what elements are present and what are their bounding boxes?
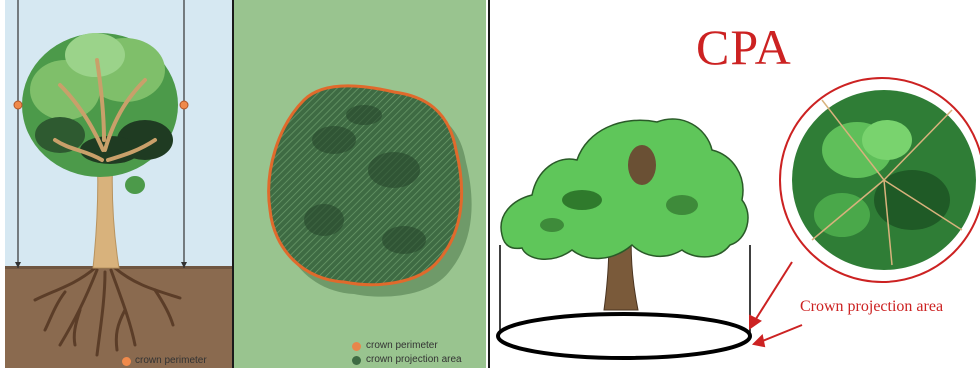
tree-diagram-panel: crown perimeter [5, 0, 232, 368]
legend-dot-crown-projection-area [352, 356, 361, 365]
cpa-title: CPA [696, 18, 792, 76]
label-arrows [750, 262, 802, 346]
crown-top-view-panel: crown perimeter crown projection area [234, 0, 486, 368]
crown-projection-ellipse [498, 314, 750, 358]
crown-top-view-circle [780, 78, 980, 282]
perimeter-marker-left [14, 101, 22, 109]
legend-crown-projection-area: crown projection area [366, 354, 462, 365]
legend-crown-perimeter: crown perimeter [366, 340, 438, 351]
panel-divider [488, 0, 490, 368]
tree-illustration [5, 0, 232, 368]
legend-dot-crown-perimeter [352, 342, 361, 351]
legend-crown-perimeter: crown perimeter [135, 355, 207, 366]
crown-top-view [234, 0, 486, 368]
legend-dot-crown-perimeter [122, 357, 131, 366]
soil [5, 268, 232, 368]
tree-canopy [501, 119, 748, 259]
crown-projection-area-label: Crown projection area [800, 298, 943, 316]
perimeter-marker-right [180, 101, 188, 109]
canopy [22, 33, 178, 194]
